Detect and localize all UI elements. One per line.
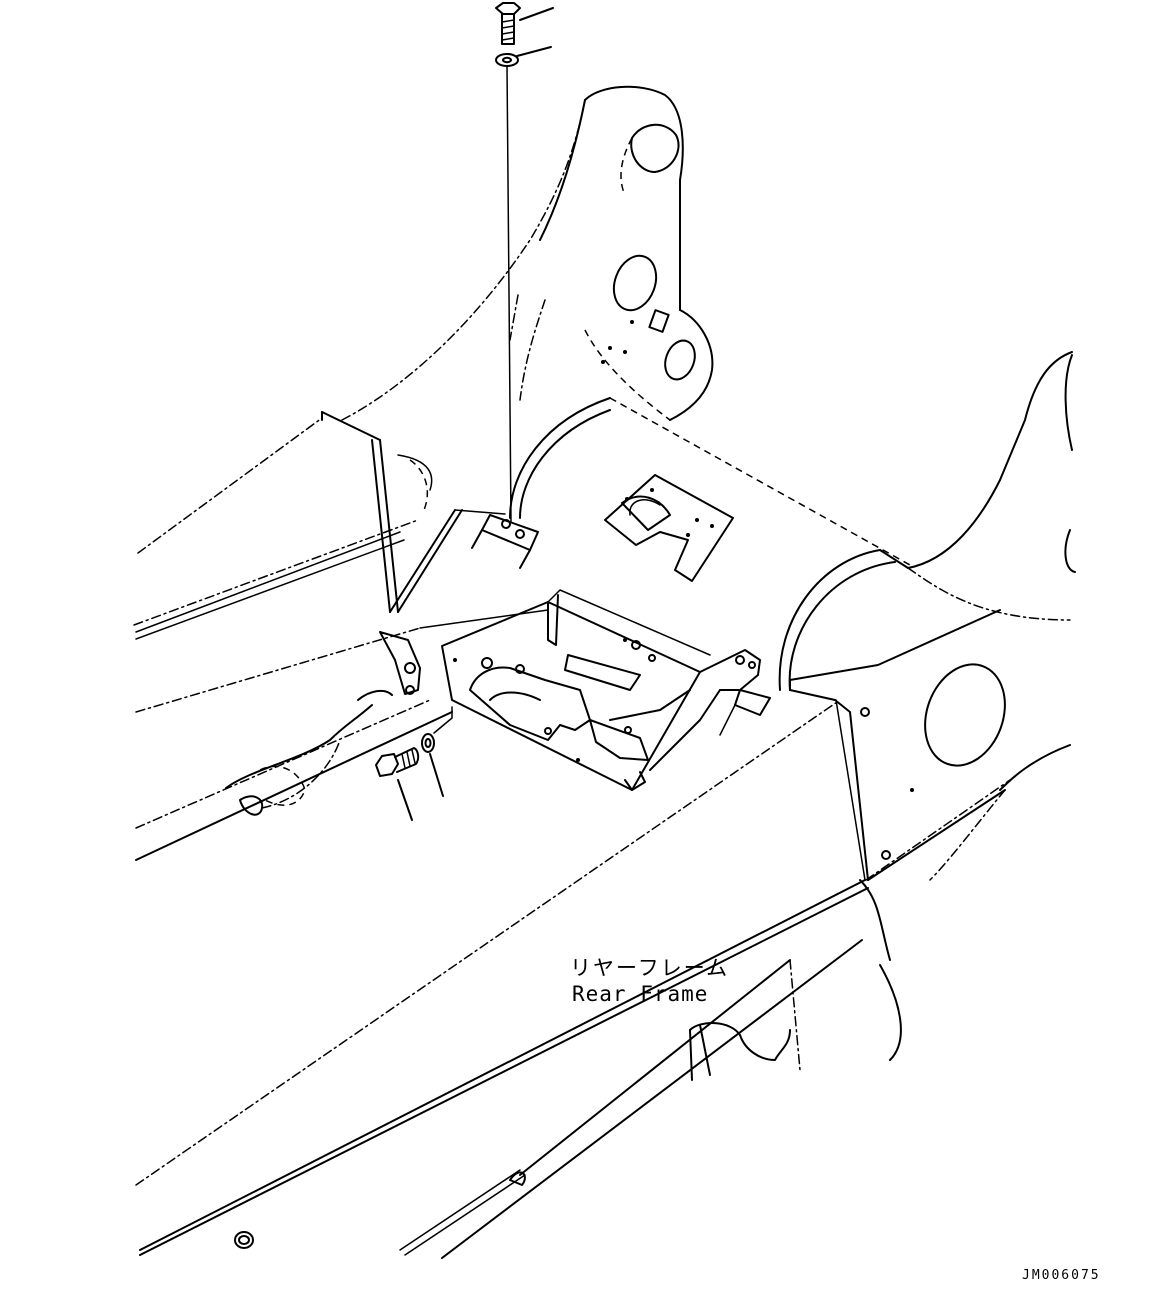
- lower-bolt-icon: [375, 747, 420, 821]
- boom-arm: [341, 85, 714, 421]
- assembly-leader-line: [506, 65, 512, 523]
- left-rail-lower: [135, 627, 453, 861]
- drawing-number: JM006075: [1022, 1268, 1101, 1283]
- part-label-english: Rear Frame: [572, 982, 709, 1006]
- right-boom-arm: [860, 351, 1076, 860]
- top-bolt-icon: [495, 2, 554, 45]
- left-bracket: [379, 509, 549, 695]
- lower-washer-icon: [421, 706, 453, 797]
- top-mount-bracket: [471, 514, 539, 569]
- left-post: [371, 439, 433, 613]
- top-washer-icon: [495, 46, 552, 67]
- lower-main-rail: [135, 699, 902, 1259]
- part-label-japanese: リヤーフレーム: [570, 956, 730, 980]
- center-tray: [441, 589, 771, 791]
- right-rail: [789, 609, 1011, 961]
- left-rail-upper: [133, 411, 419, 640]
- cross-tube: [509, 397, 911, 691]
